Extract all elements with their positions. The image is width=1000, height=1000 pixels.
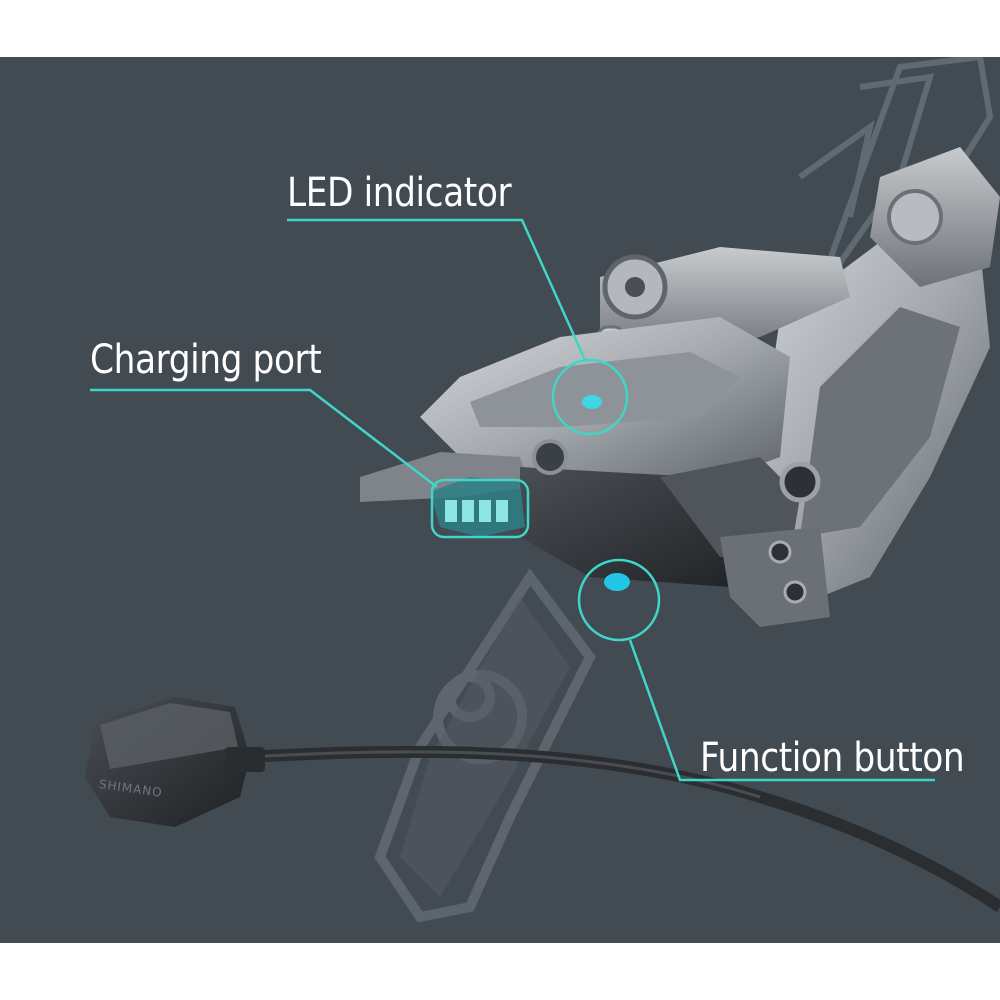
battery-unit (85, 697, 265, 827)
charging-port-detail (430, 477, 525, 537)
callout-lines (90, 218, 935, 782)
derailleur-illustration (85, 57, 1000, 923)
function-button-dot (604, 573, 630, 591)
led-indicator-dot (582, 395, 602, 409)
callout-led-indicator: LED indicator (287, 170, 512, 216)
diagram-stage: LED indicator Charging port Function but… (0, 57, 1000, 943)
callout-function-button: Function button (700, 735, 965, 781)
cage-plate-fill (400, 597, 570, 897)
derailleur-body (360, 317, 830, 627)
callout-charging-port: Charging port (90, 337, 322, 383)
